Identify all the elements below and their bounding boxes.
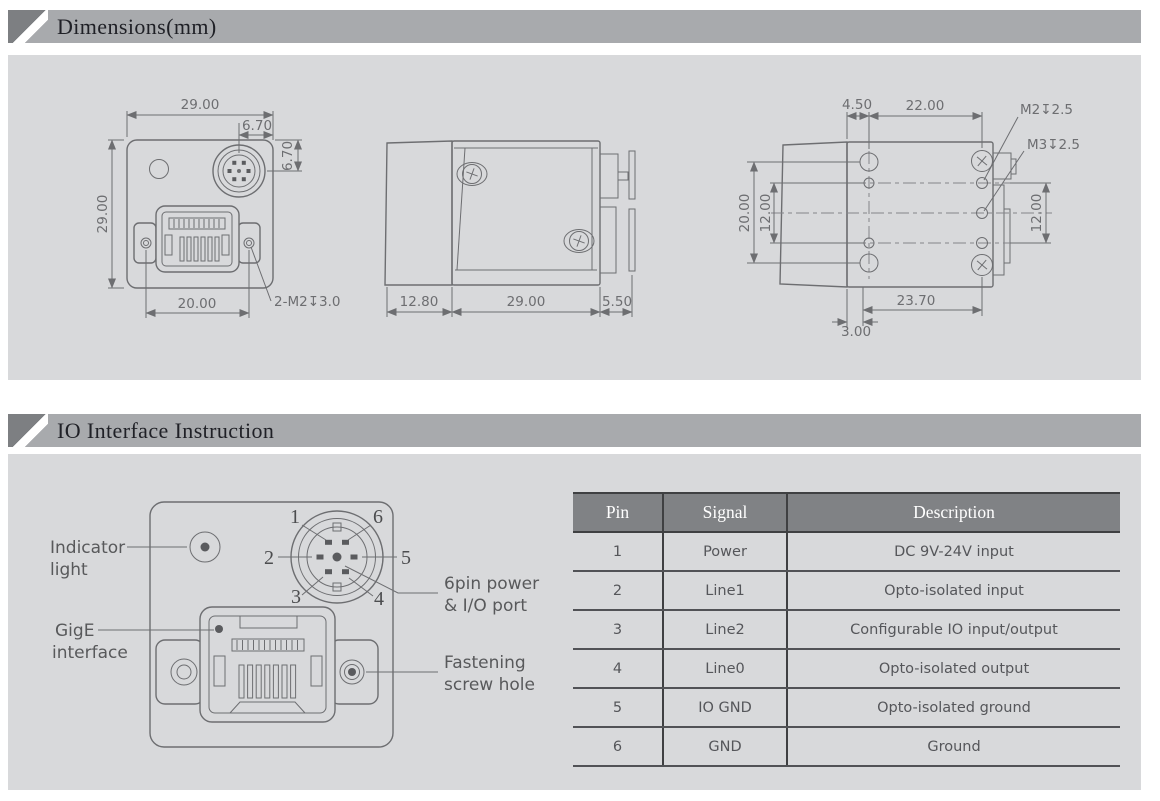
dim-front-width: 29.00 bbox=[181, 97, 220, 113]
signal-cell: Line0 bbox=[663, 649, 788, 689]
signal-cell: GND bbox=[663, 727, 788, 767]
fastening-label-2: screw hole bbox=[444, 675, 535, 695]
pin-table-row: 1 Power DC 9V-24V input bbox=[573, 532, 1120, 572]
description-cell: Configurable IO input/output bbox=[787, 610, 1120, 650]
dim-top-bottom-offset: 3.00 bbox=[841, 324, 871, 340]
section-header-decoration bbox=[8, 414, 48, 447]
pin-table-header-signal: Signal bbox=[663, 492, 788, 533]
dim-front-screw-spacing: 20.00 bbox=[178, 296, 217, 312]
pin-table-row: 5 IO GND Opto-isolated ground bbox=[573, 688, 1120, 728]
side-dimensions: 12.80 29.00 5.50 bbox=[386, 275, 633, 317]
front-view: 29.00 6.70 6.70 29.00 20.00 2-M2↧3.0 bbox=[95, 97, 340, 318]
side-view: 12.80 29.00 5.50 bbox=[384, 140, 636, 317]
front-right-screw-hole bbox=[243, 237, 255, 249]
front-rj45-port bbox=[133, 205, 261, 273]
pin-number-4: 4 bbox=[374, 588, 384, 610]
pin-table: Pin Signal Description 1 Power DC 9V-24V… bbox=[573, 492, 1120, 767]
pin-table-row: 3 Line2 Configurable IO input/output bbox=[573, 610, 1120, 650]
pin-cell: 5 bbox=[573, 688, 664, 728]
indicator-light-label-1: Indicator bbox=[50, 538, 125, 558]
section-header-io: IO Interface Instruction bbox=[8, 414, 1141, 447]
sixpin-label-1: 6pin power bbox=[444, 574, 539, 594]
dim-top-left-inner: 12.00 bbox=[758, 194, 774, 233]
dim-top-bottom-span: 23.70 bbox=[897, 293, 936, 309]
dim-top-m3-note: M3↧2.5 bbox=[1027, 137, 1080, 153]
description-cell: DC 9V-24V input bbox=[787, 532, 1120, 572]
io-fastening-screw-hole bbox=[339, 659, 365, 685]
front-left-screw-hole bbox=[140, 237, 152, 249]
io-indicator-light bbox=[189, 531, 221, 563]
top-rear-connectors bbox=[992, 152, 1017, 276]
side-screw-top bbox=[456, 162, 488, 186]
description-cell: Opto-isolated output bbox=[787, 649, 1120, 689]
signal-cell: IO GND bbox=[663, 688, 788, 728]
section-title-dimensions: Dimensions(mm) bbox=[57, 13, 217, 39]
gige-label-1: GigE bbox=[55, 621, 94, 641]
io-camera-body bbox=[149, 501, 394, 748]
front-body bbox=[126, 139, 274, 289]
dim-front-screw-note: 2-M2↧3.0 bbox=[274, 294, 340, 310]
dim-side-rear: 5.50 bbox=[602, 294, 632, 310]
pin-number-1: 1 bbox=[290, 506, 300, 528]
dim-top-m2-note: M2↧2.5 bbox=[1020, 102, 1073, 118]
pin-table-row: 4 Line0 Opto-isolated output bbox=[573, 649, 1120, 689]
sixpin-label-2: & I/O port bbox=[444, 596, 527, 616]
pin-table-header-row: Pin Signal Description bbox=[573, 492, 1120, 533]
pin-table-header-pin: Pin bbox=[573, 492, 664, 533]
front-indicator-hole bbox=[149, 159, 169, 179]
dim-top-right-span: 12.00 bbox=[1029, 194, 1045, 233]
section-title-io: IO Interface Instruction bbox=[57, 417, 275, 443]
io-callouts: Indicator light GigE interface 6pin powe… bbox=[50, 538, 539, 695]
pin-number-5: 5 bbox=[401, 547, 411, 569]
side-lens-mount bbox=[384, 140, 453, 286]
dim-front-height: 29.00 bbox=[95, 195, 111, 234]
dimensions-panel: 29.00 6.70 6.70 29.00 20.00 2-M2↧3.0 bbox=[8, 55, 1141, 380]
dim-side-lens: 12.80 bbox=[400, 294, 439, 310]
top-dimensions: 4.50 22.00 M2↧2.5 M3↧2.5 20.00 12.00 12.… bbox=[737, 97, 1080, 340]
pin-table-row: 6 GND Ground bbox=[573, 727, 1120, 767]
side-screw-bottom bbox=[563, 229, 595, 253]
dim-top-edge-to-hole: 4.50 bbox=[842, 97, 872, 113]
indicator-light-label-2: light bbox=[50, 560, 88, 580]
dimensions-drawings: 29.00 6.70 6.70 29.00 20.00 2-M2↧3.0 bbox=[95, 97, 1080, 340]
pin-cell: 6 bbox=[573, 727, 664, 767]
dim-top-left-outer: 20.00 bbox=[737, 194, 753, 233]
gige-label-2: interface bbox=[52, 643, 128, 663]
pin-cell: 3 bbox=[573, 610, 664, 650]
pin-cell: 2 bbox=[573, 571, 664, 611]
dim-top-hole-span: 22.00 bbox=[906, 98, 945, 114]
pin-cell: 4 bbox=[573, 649, 664, 689]
front-dimensions: 29.00 6.70 6.70 29.00 20.00 2-M2↧3.0 bbox=[95, 97, 340, 318]
side-rear-connectors bbox=[599, 150, 636, 274]
dim-front-connector-y: 6.70 bbox=[280, 141, 296, 171]
dim-side-body: 29.00 bbox=[507, 294, 546, 310]
io-left-screw-hole bbox=[170, 658, 198, 686]
pin-number-3: 3 bbox=[291, 586, 301, 608]
section-header-decoration bbox=[8, 10, 48, 43]
top-view: 4.50 22.00 M2↧2.5 M3↧2.5 20.00 12.00 12.… bbox=[737, 97, 1080, 340]
signal-cell: Power bbox=[663, 532, 788, 572]
top-lens-mount bbox=[779, 141, 848, 288]
signal-cell: Line1 bbox=[663, 571, 788, 611]
io-panel: 1 6 2 5 3 4 bbox=[8, 454, 1141, 790]
fastening-label-1: Fastening bbox=[444, 653, 526, 673]
description-cell: Opto-isolated input bbox=[787, 571, 1120, 611]
description-cell: Ground bbox=[787, 727, 1120, 767]
pin-table-row: 2 Line1 Opto-isolated input bbox=[573, 571, 1120, 611]
io-pin-numbers: 1 6 2 5 3 4 bbox=[264, 506, 411, 610]
section-header-dimensions: Dimensions(mm) bbox=[8, 10, 1141, 43]
signal-cell: Line2 bbox=[663, 610, 788, 650]
dim-front-connector-x: 6.70 bbox=[242, 118, 272, 134]
io-diagram: 1 6 2 5 3 4 bbox=[50, 501, 539, 748]
pin-number-6: 6 bbox=[373, 506, 383, 528]
pin-table-header-description: Description bbox=[787, 492, 1120, 533]
io-rj45-port bbox=[155, 606, 379, 723]
pin-number-2: 2 bbox=[264, 547, 274, 569]
description-cell: Opto-isolated ground bbox=[787, 688, 1120, 728]
top-mount-holes-right bbox=[971, 150, 993, 276]
gige-indicator-dot bbox=[215, 625, 223, 633]
pin-cell: 1 bbox=[573, 532, 664, 572]
